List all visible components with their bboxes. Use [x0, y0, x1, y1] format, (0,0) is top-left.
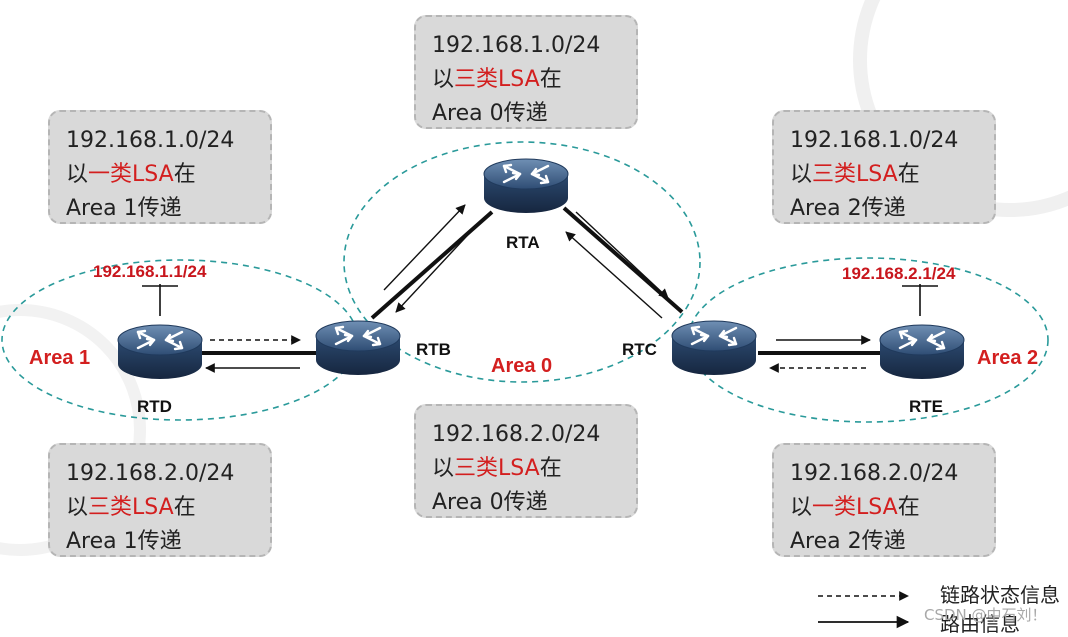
area0-label: Area 0 — [491, 355, 553, 377]
box-suffix: 在 — [539, 456, 562, 481]
box-lsa-type: 三类LSA — [454, 67, 540, 92]
legend-dashed-label: 链路状态信息 — [940, 583, 1060, 607]
box-suffix: 在 — [897, 162, 920, 187]
router-rte-label: RTE — [909, 397, 943, 416]
box-prefix: 以 — [66, 162, 89, 187]
box-lsa-type: 一类LSA — [812, 495, 898, 520]
box-suffix: 在 — [897, 495, 920, 520]
router-rte-icon — [878, 323, 966, 381]
arrow-rtc-rta — [565, 231, 663, 319]
box-lsa-type: 一类LSA — [88, 162, 174, 187]
router-rtc-label: RTC — [622, 340, 657, 359]
router-rta-icon — [482, 157, 570, 215]
box-ip: 192.168.2.0/24 — [66, 461, 235, 486]
info-box-5: 192.168.2.0/24 以三类LSA在 Area 1传递 — [48, 443, 272, 557]
box-prefix: 以 — [66, 495, 89, 520]
area2-label: Area 2 — [977, 347, 1039, 369]
watermark: CSDN @中石刘！ — [924, 606, 1047, 624]
rtd-interface-address: 192.168.1.1/24 — [93, 262, 207, 281]
box-area: Area 2传递 — [790, 529, 906, 554]
area2-boundary — [687, 257, 1049, 423]
router-rtc-icon — [670, 319, 758, 377]
box-lsa-type: 三类LSA — [88, 495, 174, 520]
router-rtd-label: RTD — [137, 397, 172, 416]
flow-arrows — [205, 204, 871, 373]
box-area: Area 1传递 — [66, 529, 182, 554]
box-lsa-type: 三类LSA — [454, 456, 540, 481]
box-suffix: 在 — [539, 67, 562, 92]
arrow-rta-rtc — [575, 211, 669, 299]
arrow-rta-rtb — [395, 223, 479, 313]
router-rtb-label: RTB — [416, 340, 451, 359]
box-ip: 192.168.1.0/24 — [790, 128, 959, 153]
router-rtd-icon — [116, 323, 204, 381]
arrow-rtb-rta — [383, 204, 466, 291]
box-prefix: 以 — [432, 67, 455, 92]
area0-boundary — [343, 141, 701, 383]
box-lsa-type: 三类LSA — [812, 162, 898, 187]
box-area: Area 0传递 — [432, 490, 548, 515]
box-area: Area 2传递 — [790, 196, 906, 221]
box-suffix: 在 — [173, 495, 196, 520]
info-box-2: 192.168.1.0/24 以一类LSA在 Area 1传递 — [48, 110, 272, 224]
router-rta-label: RTA — [506, 233, 540, 252]
box-area: Area 1传递 — [66, 196, 182, 221]
box-prefix: 以 — [790, 162, 813, 187]
router-rtb-icon — [314, 319, 402, 377]
box-ip: 192.168.1.0/24 — [432, 33, 601, 58]
box-area: Area 0传递 — [432, 101, 548, 126]
area1-label: Area 1 — [29, 347, 91, 369]
info-box-3: 192.168.1.0/24 以三类LSA在 Area 2传递 — [772, 110, 996, 224]
box-ip: 192.168.1.0/24 — [66, 128, 235, 153]
links — [202, 206, 880, 355]
rte-interface-address: 192.168.2.1/24 — [842, 264, 956, 283]
info-box-1: 192.168.1.0/24 以三类LSA在 Area 0传递 — [414, 15, 638, 129]
box-ip: 192.168.2.0/24 — [790, 461, 959, 486]
box-ip: 192.168.2.0/24 — [432, 422, 601, 447]
info-box-4: 192.168.2.0/24 以三类LSA在 Area 0传递 — [414, 404, 638, 518]
box-prefix: 以 — [432, 456, 455, 481]
box-suffix: 在 — [173, 162, 196, 187]
info-box-6: 192.168.2.0/24 以一类LSA在 Area 2传递 — [772, 443, 996, 557]
box-prefix: 以 — [790, 495, 813, 520]
